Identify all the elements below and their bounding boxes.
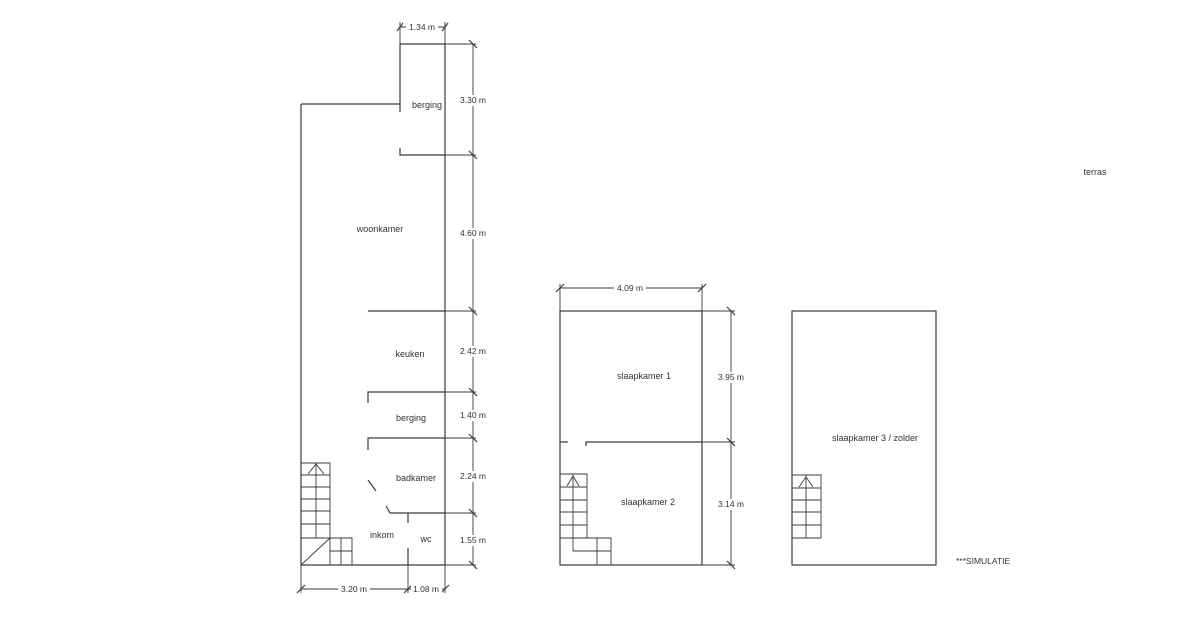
dim-label-top-width: 1.34 m: [409, 22, 435, 32]
dim-bottom-widths: 3.20 m 1.08 m: [296, 565, 450, 595]
room-badkamer: badkamer: [396, 473, 436, 483]
dim-label-bottom-left: 3.20 m: [341, 584, 367, 594]
dim-top-width: 1.34 m: [396, 21, 449, 44]
attic-stairs: [792, 474, 822, 539]
dim-label-bottom-right: 1.08 m: [413, 584, 439, 594]
room-slaapkamer3: slaapkamer 3 / zolder: [832, 433, 918, 443]
dim-label-keuken: 2.42 m: [460, 346, 486, 356]
wc-wall: [385, 505, 445, 514]
dim-label-berging: 3.30 m: [460, 95, 486, 105]
dim-first-floor-width: 4.09 m: [555, 283, 707, 311]
room-slaapkamer1: slaapkamer 1: [617, 371, 671, 381]
ground-stairs: [300, 462, 353, 566]
attic-floor: slaapkamer 3 / zolder: [791, 310, 937, 566]
bedroom-divider-right: [585, 441, 702, 446]
dim-label-badkamer: 2.24 m: [460, 471, 486, 481]
first-floor-stairs: [560, 473, 612, 566]
attic-outline: [791, 310, 937, 566]
label-terras: terras: [1083, 167, 1107, 177]
badkamer-top-wall: [367, 437, 445, 450]
dim-vertical-chain: 3.30 m 4.60 m 2.42 m 1.40 m 2.24 m 1.55 …: [445, 39, 489, 570]
room-woonkamer: woonkamer: [356, 224, 404, 234]
room-inkom: inkom: [370, 530, 394, 540]
dim-label-slaapkamer2: 3.14 m: [718, 499, 744, 509]
room-wc: wc: [420, 534, 432, 544]
room-keuken: keuken: [395, 349, 424, 359]
first-floor: slaapkamer 1 slaapkamer 2 4.09 m 3.95 m …: [555, 283, 747, 570]
dim-label-woonkamer: 4.60 m: [460, 228, 486, 238]
room-berging-top: berging: [412, 100, 442, 110]
dim-label-first-width: 4.09 m: [617, 283, 643, 293]
dim-first-floor-heights: 3.95 m 3.14 m: [702, 306, 747, 570]
room-berging-mid: berging: [396, 413, 426, 423]
berging-top-wall: [399, 148, 445, 156]
dim-label-berging-2: 1.40 m: [460, 410, 486, 420]
dim-label-slaapkamer1: 3.95 m: [718, 372, 744, 382]
dim-label-wc: 1.55 m: [460, 535, 486, 545]
simulation-note: ***SIMULATIE: [956, 556, 1010, 566]
room-slaapkamer2: slaapkamer 2: [621, 497, 675, 507]
badkamer-bottom-wall: [367, 479, 377, 492]
ground-floor: berging woonkamer keuken berging badkame…: [296, 21, 489, 595]
first-floor-outline: [559, 310, 703, 566]
berging-mid-wall: [367, 391, 445, 403]
